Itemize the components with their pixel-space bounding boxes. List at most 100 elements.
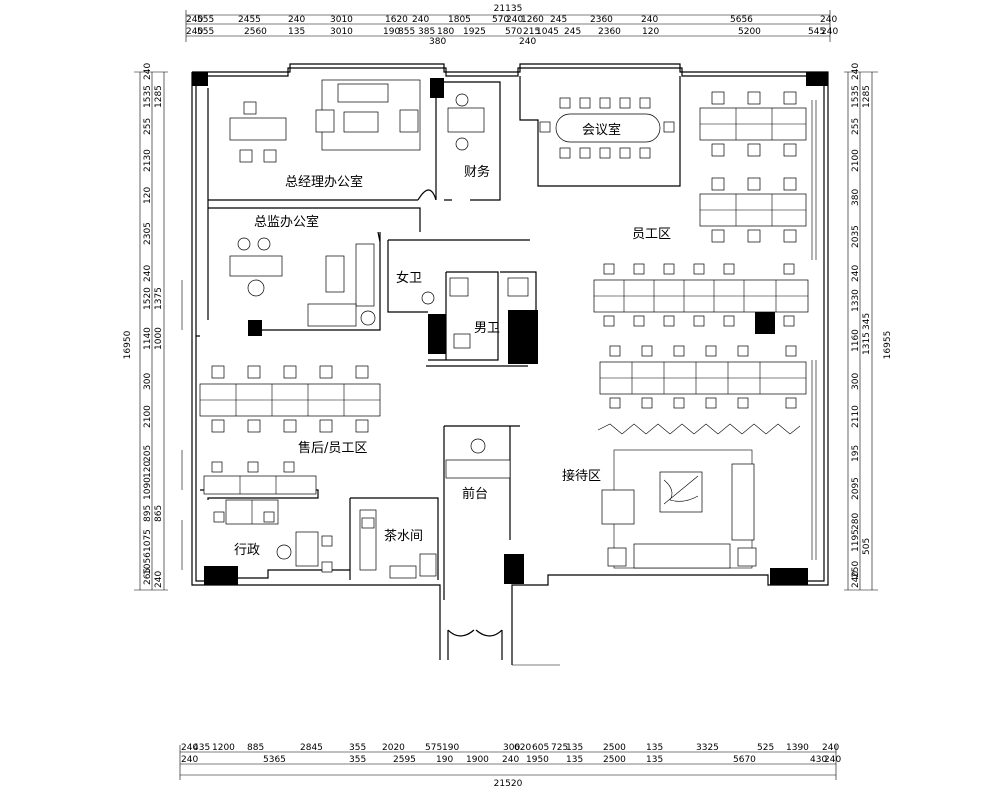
svg-text:1375: 1375 — [154, 287, 164, 310]
svg-text:2100: 2100 — [143, 405, 153, 428]
room-label-tea: 茶水间 — [384, 528, 423, 544]
right-dim-labels: 240 1535 1285 255 2100 380 2035 240 1330… — [851, 63, 872, 588]
room-label-meeting: 会议室 — [582, 122, 621, 138]
left-total-dim: 16950 — [123, 330, 133, 359]
column-mid-left — [248, 320, 262, 336]
column-tl — [192, 72, 208, 86]
gm-chair-guest-1 — [239, 149, 253, 163]
svg-text:2035: 2035 — [851, 225, 861, 248]
gm-armchair-2 — [399, 109, 419, 133]
svg-text:505: 505 — [862, 538, 872, 555]
top-total-dim: 21135 — [494, 4, 523, 14]
svg-text:240: 240 — [154, 571, 164, 588]
column-wc2 — [508, 310, 538, 364]
gm-sofa — [337, 83, 389, 103]
men-sink — [507, 277, 529, 297]
svg-text:1315: 1315 — [862, 332, 872, 355]
svg-text:240: 240 — [851, 571, 861, 588]
svg-text:1160: 1160 — [851, 329, 861, 352]
room-label-men-wc: 男卫 — [474, 321, 500, 336]
column-entry — [504, 554, 524, 584]
left-dim-labels: 240 1535 1285 255 2130 120 2305 240 1520… — [143, 63, 164, 588]
right-total-dim: 16955 — [883, 331, 893, 360]
gm-desk — [229, 117, 287, 141]
svg-text:120: 120 — [143, 187, 153, 204]
svg-text:240: 240 — [851, 265, 861, 282]
gm-armchair-1 — [315, 109, 335, 133]
staff-workstations-middle — [593, 263, 809, 327]
column-br — [770, 568, 808, 585]
room-label-finance: 财务 — [464, 164, 490, 180]
svg-text:1075: 1075 — [143, 529, 153, 552]
svg-text:1000: 1000 — [154, 327, 164, 350]
men-toilet-fixture-1 — [449, 277, 469, 297]
room-label-director: 总监办公室 — [254, 214, 319, 230]
finance-desks — [447, 107, 485, 133]
director-chair-guest-2 — [257, 237, 271, 251]
svg-text:195: 195 — [851, 445, 861, 462]
gm-coffee-table — [343, 111, 379, 133]
director-sofa-side — [355, 243, 375, 307]
svg-text:1285: 1285 — [154, 85, 164, 108]
men-toilet-fixture-2 — [453, 333, 471, 349]
svg-text:300: 300 — [143, 373, 153, 390]
finance-chair-1 — [455, 93, 469, 107]
reception-furniture — [445, 438, 511, 479]
svg-text:380: 380 — [851, 189, 861, 206]
column-bl — [204, 566, 238, 585]
column-tr — [806, 72, 828, 86]
svg-text:2130: 2130 — [143, 149, 153, 172]
room-labels: 总经理办公室 财务 会议室 总监办公室 员工区 女卫 男卫 售后/员工区 前台 … — [234, 122, 671, 558]
svg-text:265: 265 — [143, 568, 153, 585]
room-label-waiting: 接待区 — [562, 468, 601, 484]
finance-chair-2 — [455, 137, 469, 151]
meeting-chairs — [539, 97, 675, 159]
furniture — [229, 79, 675, 349]
director-desk — [229, 255, 283, 277]
column-staff — [755, 308, 775, 334]
svg-text:1056: 1056 — [143, 552, 153, 575]
svg-text:865: 865 — [154, 505, 164, 522]
aftersales-workstations — [199, 365, 381, 495]
meeting-table — [555, 113, 661, 143]
svg-text:2100: 2100 — [851, 149, 861, 172]
director-chair-guest-1 — [237, 237, 251, 251]
svg-text:345: 345 — [862, 313, 872, 330]
gm-chair — [243, 101, 257, 115]
right-dimensions: 16955 240 1535 1285 255 2100 380 2035 24… — [844, 63, 893, 591]
room-label-staff: 员工区 — [632, 227, 671, 242]
svg-text:255: 255 — [851, 118, 861, 135]
interior-walls — [196, 76, 681, 666]
left-dimensions: 16950 240 1535 1285 255 2130 120 2305 24… — [123, 63, 168, 591]
room-label-aftersales: 售后/员工区 — [298, 440, 367, 456]
bottom-total-dim: 21520 — [494, 779, 523, 789]
column-wc1 — [428, 314, 446, 354]
waiting-furniture — [597, 423, 801, 569]
svg-text:240: 240 — [851, 63, 861, 80]
svg-text:1535: 1535 — [851, 85, 861, 108]
director-table — [325, 255, 345, 293]
svg-text:2305: 2305 — [143, 222, 153, 245]
room-label-reception: 前台 — [462, 486, 488, 502]
svg-text:120: 120 — [143, 461, 153, 478]
room-label-women-wc: 女卫 — [396, 270, 422, 286]
svg-text:300: 300 — [851, 373, 861, 390]
gm-chair-guest-2 — [263, 149, 277, 163]
tea-furniture — [359, 509, 437, 579]
svg-text:255: 255 — [143, 118, 153, 135]
svg-text:240: 240 — [143, 265, 153, 282]
staff-workstations-upper — [699, 91, 807, 243]
svg-text:1090: 1090 — [143, 477, 153, 500]
column-gm — [430, 78, 444, 98]
staff-workstations-lower — [599, 345, 807, 409]
women-toilet-fixture — [421, 291, 435, 305]
svg-text:895: 895 — [143, 505, 153, 522]
outer-walls — [181, 63, 829, 665]
